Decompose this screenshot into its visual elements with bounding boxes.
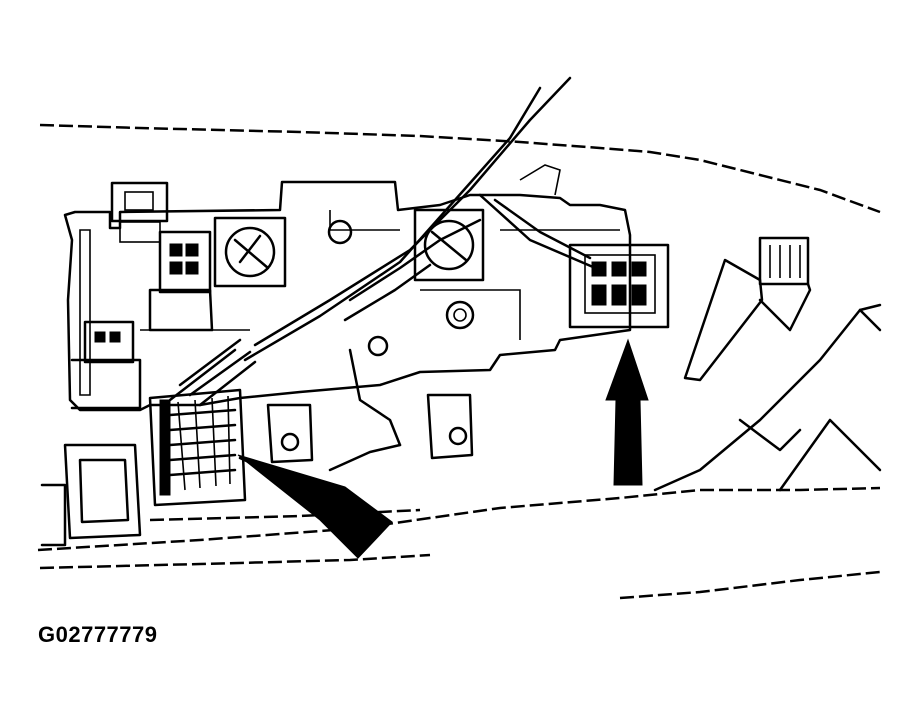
right-bracket [519,164,882,492]
dashboard-upper-outline [39,123,881,214]
side-connector [70,320,142,410]
wire-harness-icon [168,76,602,472]
mounting-bracket [266,393,474,464]
connector-icon [568,243,670,329]
bolt-icon [280,219,475,452]
arrow-pointer-icon [237,454,393,559]
figure-id-label: G02777779 [38,622,158,647]
socket-round-left [213,216,287,288]
arrow-pointer-icon [605,338,649,486]
connector-icon [40,388,247,547]
dashboard-lower-outline [37,486,881,600]
fuse-connector-left [148,230,214,332]
